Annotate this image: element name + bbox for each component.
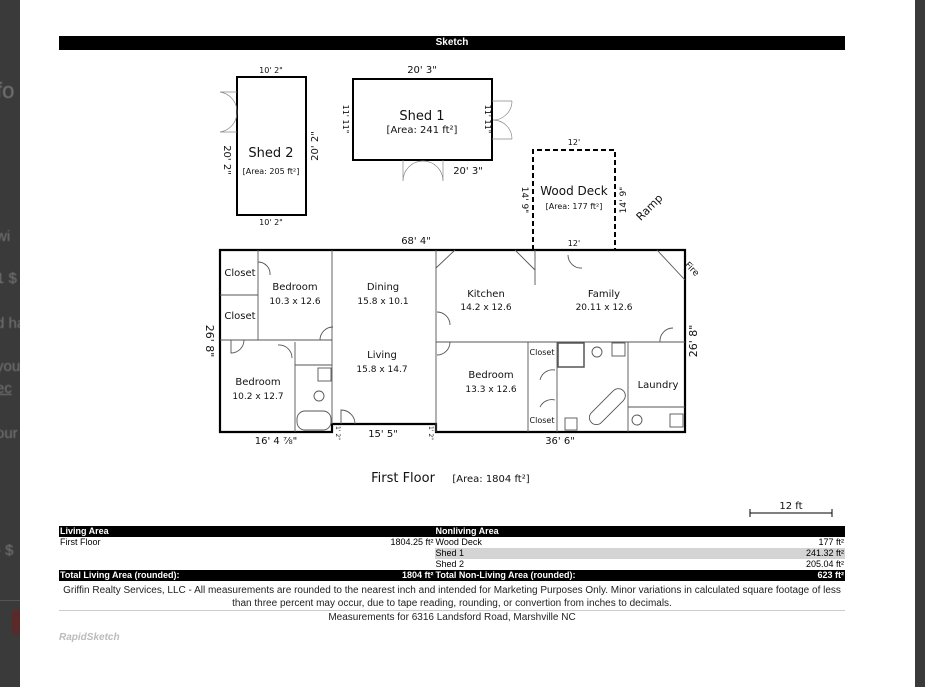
dim: 20' 3" <box>407 65 437 76</box>
dim: 1' 2" <box>334 426 341 440</box>
shed1-area: [Area: 241 ft²] <box>387 125 458 136</box>
floor-plan: Shed 2 [Area: 205 ft²] 10' 2" 10' 2" 20'… <box>203 65 833 517</box>
divider <box>59 610 845 611</box>
rapidsketch-logo: RapidSketch <box>59 632 120 643</box>
floor-label: First Floor <box>371 471 435 486</box>
row-value: 205.04 ft² <box>805 559 844 569</box>
dim: 20' 3" <box>453 166 483 177</box>
room-dim: 15.8 x 14.7 <box>356 365 407 375</box>
dim: 10' 2" <box>259 218 283 227</box>
room-dim: 13.3 x 12.6 <box>465 385 516 395</box>
room-closet: Closet <box>530 416 555 425</box>
scale-bar: 12 ft <box>749 501 833 517</box>
background-page-overlay[interactable]: fo wi 1 $ d ha you ec our - $ <box>0 0 20 687</box>
bg-text: ec <box>0 380 12 397</box>
ramp-label: Ramp <box>634 192 666 224</box>
scale-label: 12 ft <box>779 501 802 512</box>
shed2-label: Shed 2 <box>248 146 293 161</box>
room-closet: Closet <box>224 268 255 279</box>
bg-text: you <box>0 358 20 375</box>
nonliving-header: Nonliving Area <box>434 526 755 537</box>
dim: 26' 8" <box>203 325 216 358</box>
dim: 1' 2" <box>427 426 434 440</box>
room-dim: 10.3 x 12.6 <box>269 297 320 307</box>
dim: 11' 11" <box>341 105 350 134</box>
bg-text: our <box>0 425 18 442</box>
row-name: First Floor <box>60 537 101 547</box>
row-name: Wood Deck <box>435 537 482 547</box>
row-value: 177 ft² <box>818 537 844 547</box>
room-kitchen: Kitchen <box>467 289 505 300</box>
room-laundry: Laundry <box>638 380 679 391</box>
bg-text: d ha <box>0 315 20 332</box>
dim: 10' 2" <box>259 66 283 75</box>
total-living: 1804 ft² <box>332 570 435 581</box>
room-bedroom: Bedroom <box>468 370 513 381</box>
deck-label: Wood Deck <box>540 184 607 198</box>
total-living-label: Total Living Area (rounded): <box>59 570 333 581</box>
disclaimer: Griffin Realty Services, LLC - All measu… <box>63 585 841 609</box>
total-nonliving-label: Total Non-Living Area (rounded): <box>434 570 755 581</box>
row-value: 241.32 ft² <box>754 548 845 559</box>
room-bedroom: Bedroom <box>235 377 280 388</box>
address: Measurements for 6316 Landsford Road, Ma… <box>328 612 576 623</box>
dim: 36' 6" <box>545 436 575 447</box>
dim: 26' 8" <box>687 325 700 358</box>
living-header: Living Area <box>59 526 333 537</box>
wood-deck: Wood Deck [Area: 177 ft²] 12' 12' 14' 9"… <box>519 138 665 250</box>
shed2-area: [Area: 205 ft²] <box>243 167 300 176</box>
shed1-label: Shed 1 <box>399 109 444 124</box>
dim: 14' 9" <box>519 187 529 214</box>
dim: 20' 2" <box>221 145 232 175</box>
bg-text: - $ <box>0 542 14 559</box>
room-dim: 14.2 x 12.6 <box>460 303 511 313</box>
bg-text: fo <box>0 78 15 103</box>
room-dim: 15.8 x 10.1 <box>357 297 408 307</box>
room-dining: Dining <box>367 282 399 293</box>
dim: 20' 2" <box>310 131 321 161</box>
dim: 16' 4 ⅞" <box>255 436 298 447</box>
room-closet: Closet <box>224 311 255 322</box>
row-name: Shed 1 <box>434 548 755 559</box>
bg-text: wi <box>0 228 11 245</box>
deck-area: [Area: 177 ft²] <box>546 202 603 211</box>
room-living: Living <box>367 350 397 361</box>
dim: 12' <box>568 239 580 248</box>
bg-text: 1 $ <box>0 270 17 287</box>
room-family: Family <box>588 289 620 300</box>
room-bedroom: Bedroom <box>272 282 317 293</box>
room-dim: 10.2 x 12.7 <box>232 392 283 402</box>
dim: 12' <box>568 138 580 147</box>
row-name: Shed 2 <box>435 559 465 569</box>
row-value: 1804.25 ft² <box>390 537 434 547</box>
floor-area: [Area: 1804 ft²] <box>452 474 529 485</box>
area-summary-table: Living Area Nonliving Area First Floor 180… <box>59 526 845 581</box>
sketch-sheet: Sketch Shed 2 [Area: 205 ft²] 10' 2" 10'… <box>20 0 915 687</box>
house: Fire Closet Closet Bedroom 10.3 x 12.6 D… <box>203 236 701 447</box>
sheet-title: Sketch <box>59 36 845 50</box>
overlay-right <box>915 0 925 687</box>
dim: 68' 4" <box>401 236 431 247</box>
room-closet: Closet <box>530 348 555 357</box>
shed-1: Shed 1 [Area: 241 ft²] 20' 3" 20' 3" 11'… <box>341 65 513 182</box>
dim: 11' 11" <box>483 105 492 134</box>
dim: 14' 9" <box>619 187 629 214</box>
total-nonliving: 623 ft² <box>754 570 845 581</box>
room-dim: 20.11 x 12.6 <box>576 303 633 313</box>
shed-2: Shed 2 [Area: 205 ft²] 10' 2" 10' 2" 20'… <box>219 66 321 227</box>
dim: 15' 5" <box>368 429 398 440</box>
